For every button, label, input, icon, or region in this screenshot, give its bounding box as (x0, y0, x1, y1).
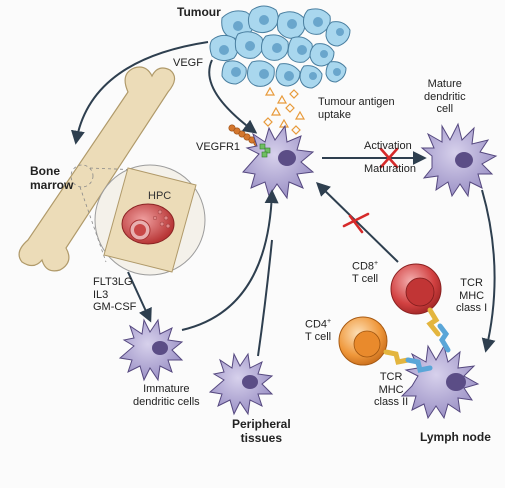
immature-dendritic-cell (118, 318, 184, 382)
tcr-mhc-class-ii-label: TCR MHC class II (374, 371, 409, 409)
cd8-t-cell (390, 263, 442, 315)
bone-marrow-label: Bone marrow (30, 164, 74, 192)
red-x-icon (379, 147, 399, 169)
tumour-antigen-uptake-label: Tumour antigen uptake (318, 96, 395, 121)
hpc-label: HPC (148, 190, 172, 202)
lymph-node-dendritic-cell (400, 344, 480, 420)
maturation-label: Maturation (364, 163, 416, 175)
cd8-t-cell-label: CD8+T cell (352, 260, 379, 286)
bone-marrow-zoom (94, 164, 206, 276)
pathway-arrows (70, 41, 496, 357)
peripheral-dendritic-cell (208, 352, 274, 416)
cd4-t-cell-label: CD4+T cell (305, 318, 332, 344)
bone-illustration (18, 66, 176, 272)
tumour-antigen-particles (263, 86, 306, 135)
mature-dendritic-cell-label: Mature dendritic cell (424, 78, 466, 116)
vegfr1-label: VEGFR1 (196, 141, 241, 153)
tcr-mhc-class-i-label: TCR MHC class I (456, 277, 488, 315)
tcr-mhc-class-ii-complex (383, 349, 433, 373)
vegfr1-receptor (259, 143, 271, 158)
tumour-cluster (209, 5, 351, 89)
zoom-guides (70, 164, 141, 263)
central-dendritic-cell (242, 124, 315, 200)
tcr-mhc-class-i-complex (426, 307, 451, 353)
red-bar-icon (342, 212, 370, 234)
cd4-t-cell (338, 316, 388, 366)
lymph-node-label: Lymph node (420, 430, 491, 444)
immature-dendritic-cells-label: Immature dendritic cells (133, 383, 200, 408)
activation-label: Activation (364, 140, 412, 152)
peripheral-tissues-label: Peripheral tissues (232, 417, 291, 445)
mature-dendritic-cell (420, 122, 498, 198)
vegf-label: VEGF (173, 57, 203, 69)
tumour-label: Tumour (177, 5, 221, 19)
cytokines-label: FLT3LG IL3 GM-CSF (93, 276, 137, 314)
